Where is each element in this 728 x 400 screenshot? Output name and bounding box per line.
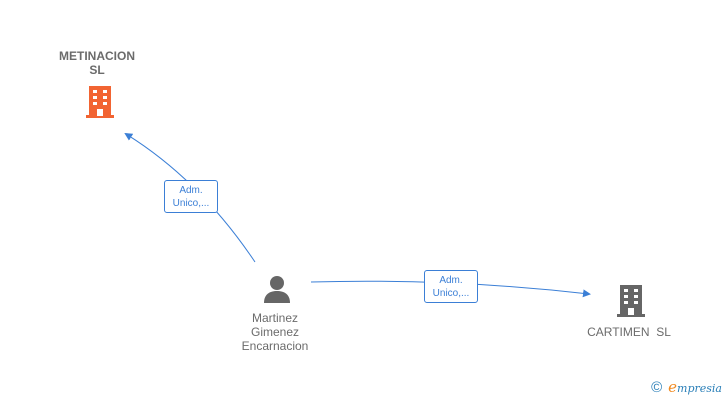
person-icon[interactable] [262,274,292,304]
edge-label-line2: Unico,... [172,198,210,209]
edge-label-line2: Unico,... [432,288,470,299]
brand-watermark: © empresia [651,378,722,396]
copyright-icon: © [651,378,663,396]
metinacion-label[interactable]: METINACION SL [47,49,147,77]
cartimen-name: CARTIMEN SL [587,325,671,339]
edge-label-metinacion[interactable]: Adm. Unico,... [164,180,218,213]
metinacion-name-line2: SL [89,63,105,77]
edge-label-cartimen[interactable]: Adm. Unico,... [424,270,478,303]
person-name-line3: Encarnacion [241,339,309,353]
cartimen-label[interactable]: CARTIMEN SL [574,325,684,339]
person-label[interactable]: Martinez Gimenez Encarnacion [225,311,325,353]
edge-label-line1: Adm. [179,185,203,196]
building-icon[interactable] [84,85,116,119]
person-name-line2: Gimenez [250,325,300,339]
brand-logo: empresia [668,378,722,396]
person-name-line1: Martinez [251,311,298,325]
building-icon[interactable] [615,284,647,318]
metinacion-name-line1: METINACION [59,49,135,63]
edge-label-line1: Adm. [439,275,463,286]
